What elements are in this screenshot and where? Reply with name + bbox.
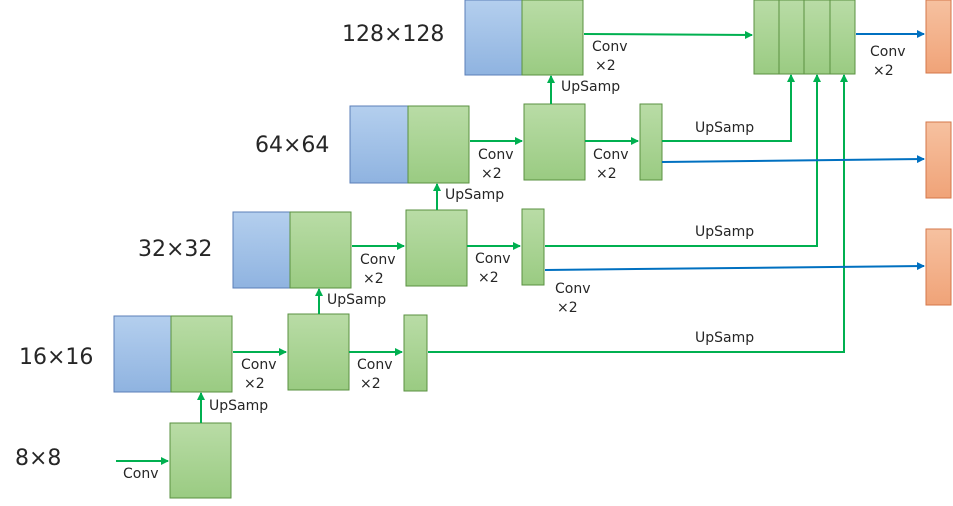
- label-64: 64×64: [255, 133, 329, 158]
- output-block-64: [925, 121, 952, 199]
- op-upsamp-16-32: UpSamp: [327, 292, 386, 308]
- concat-block-128-a: [753, 0, 780, 75]
- skip-block-64: [349, 105, 409, 184]
- op-conv-16-a: Conv: [241, 357, 277, 373]
- op-upsamp-route-16: UpSamp: [695, 330, 754, 346]
- thin-block-16: [403, 314, 428, 392]
- skip-block-128: [464, 0, 523, 76]
- conv-block-8: [169, 422, 232, 499]
- conv-block-64: [523, 103, 586, 181]
- op-times2-output: ×2: [873, 63, 894, 79]
- op-upsamp-route-32: UpSamp: [695, 224, 754, 240]
- skip-block-32: [232, 211, 291, 289]
- op-times2-64-a: ×2: [481, 166, 502, 182]
- arrow-output-64: [661, 155, 925, 164]
- conv-block-16: [287, 313, 350, 391]
- up-block-32: [289, 211, 352, 289]
- op-conv-32-a: Conv: [360, 252, 396, 268]
- op-conv-8: Conv: [123, 466, 159, 482]
- op-conv-16-b: Conv: [357, 357, 393, 373]
- op-times2-16-a: ×2: [244, 376, 265, 392]
- label-16: 16×16: [19, 345, 93, 370]
- output-block-128: [925, 0, 952, 74]
- op-times2-32-b: ×2: [478, 270, 499, 286]
- thin-block-64: [639, 103, 663, 181]
- op-times2-16-b: ×2: [360, 376, 381, 392]
- label-8: 8×8: [15, 446, 61, 471]
- arrow-output-32: [544, 262, 925, 271]
- op-conv-64-b: Conv: [593, 147, 629, 163]
- op-upsamp-route-64: UpSamp: [695, 120, 754, 136]
- label-128: 128×128: [342, 22, 444, 47]
- op-times2-64-b: ×2: [596, 166, 617, 182]
- concat-block-128-d: [829, 0, 856, 75]
- arrow-upsamp-16-to-concat: [428, 74, 848, 353]
- up-block-64: [407, 105, 470, 184]
- op-conv-output: Conv: [870, 44, 906, 60]
- op-times2-32-a: ×2: [363, 271, 384, 287]
- concat-block-128-b: [778, 0, 805, 75]
- output-block-32: [925, 228, 952, 306]
- op-upsamp-8-16: UpSamp: [209, 398, 268, 414]
- op-conv-32-c: Conv: [555, 281, 591, 297]
- arrow-upsamp-32-to-concat: [545, 74, 821, 247]
- label-32: 32×32: [138, 237, 212, 262]
- op-conv-128: Conv: [592, 39, 628, 55]
- op-times2-128: ×2: [595, 58, 616, 74]
- skip-block-16: [113, 315, 172, 393]
- op-upsamp-32-64: UpSamp: [445, 187, 504, 203]
- concat-block-128-c: [803, 0, 831, 75]
- conv-block-32: [405, 209, 468, 287]
- thin-block-32: [521, 208, 545, 286]
- op-times2-32-c: ×2: [557, 300, 578, 316]
- conv-block-128: [521, 0, 584, 76]
- op-upsamp-64-128: UpSamp: [561, 79, 620, 95]
- op-conv-64-a: Conv: [478, 147, 514, 163]
- arrow-upsamp-64-to-concat: [662, 74, 795, 142]
- arrow-conv-128: [583, 30, 753, 39]
- op-conv-32-b: Conv: [475, 251, 511, 267]
- up-block-16: [170, 315, 233, 393]
